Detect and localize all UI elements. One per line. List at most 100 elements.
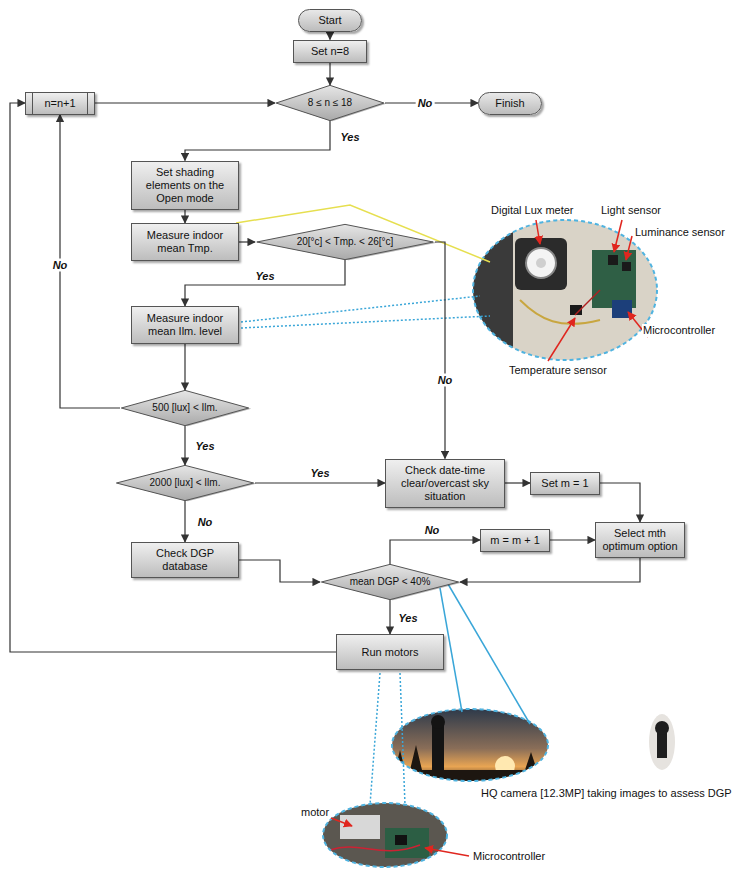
callout-arrow [614,220,622,252]
text-block: 500 [lux] < Ilm. [145,402,226,414]
photo-caption: Temperature sensor [508,364,608,377]
node-text: 500 [lux] < Ilm. [145,402,226,414]
node-text: n=n+1 [35,97,85,110]
path-part [330,845,420,851]
node-text: Start [303,14,357,27]
branch-label: No [51,259,70,272]
branch-label: No [416,97,435,110]
node-text: 20[°c] < Tmp. < 26[°c] [289,236,401,248]
rect-part [649,714,675,770]
node-text: Run motors [341,646,439,659]
diamond-shape [116,465,253,500]
text-block: Run motors [341,646,439,659]
branch-label: No [423,524,442,537]
photo-caption: Luminance sensor [634,226,726,239]
circle-part [431,715,445,729]
process-box: Select mth optimum option [595,522,685,558]
rect-part [395,835,407,845]
rect-part [515,238,567,290]
node-text: Set n=8 [298,45,362,58]
flow-connector [185,260,345,306]
flow-connector [550,539,595,540]
text-block: Measure indoor mean Tmp. [136,229,234,255]
text-block: Check date-time clear/overcast sky situa… [390,464,500,503]
node-text: 2000 [lux] < Ilm. [142,477,229,489]
process-box: Set shading elements on the Open mode [131,161,239,210]
flow-connector [184,210,185,224]
flow-connector [390,540,480,564]
flow-connector [184,501,185,542]
text-block: 20[°c] < Tmp. < 26[°c] [289,236,401,248]
process-box: Set n=8 [293,40,367,63]
branch-label: Yes [396,612,419,625]
callout-arrow [331,818,352,826]
diamond-shape [276,85,384,120]
diamond-shape [321,564,458,599]
flow-connector [239,241,255,242]
side-bar [32,93,33,114]
flow-connector [184,344,185,390]
callout-arrow [425,848,469,856]
branch-label: Yes [308,467,331,480]
text-block: Measure indoor mean Ilm. level [136,312,234,338]
callout-arrow [626,236,632,260]
decision-diamond: 500 [lux] < Ilm. [120,390,250,426]
branch-label: Yes [193,440,216,453]
text-block: Set n=8 [298,45,362,58]
flow-connector [255,482,385,483]
camera-photo [392,709,548,782]
text-block: mean DGP < 40% [347,576,434,588]
diamond-shape [121,390,248,425]
photo-caption: motor [300,806,330,819]
flow-connector [600,483,640,522]
branch-label: Yes [338,131,361,144]
decision-diamond: 20[°c] < Tmp. < 26[°c] [255,224,435,260]
node-text: 8 ≤ n ≤ 18 [296,97,364,109]
decision-diamond: 8 ≤ n ≤ 18 [275,85,385,121]
leader-line [241,316,490,328]
rect-part [340,815,380,839]
process-box: m = m + 1 [480,529,550,552]
rect-part [622,262,631,271]
terminal-box: Finish [478,92,542,115]
photo-caption: Light sensor [600,204,662,217]
sensor-photo [473,220,657,360]
path-part [520,300,600,324]
camera-photo [649,714,675,770]
node-text: Measure indoor mean Tmp. [136,229,234,255]
rect-part [323,803,447,867]
photo-caption: Microcontroller [472,850,546,863]
leader-line [448,584,530,724]
flow-connector [460,558,640,582]
branch-label: No [436,374,455,387]
rect-part [392,709,548,781]
node-text: Set m = 1 [535,477,595,490]
branch-label: No [196,516,215,529]
process-box: Run motors [336,634,444,670]
side-bar [87,93,88,114]
process-box: Set m = 1 [530,472,600,495]
photo-frame [473,220,657,360]
leader-line [236,205,490,262]
decision-diamond: 2000 [lux] < Ilm. [115,465,255,501]
diamond-shape [257,224,433,259]
rect-part [432,722,444,770]
text-block: Set m = 1 [535,477,595,490]
circle-part [655,721,669,735]
path-part [575,290,600,315]
flow-connector [10,103,336,652]
leader-line [241,296,480,322]
photo-caption: Digital Lux meter [490,204,575,217]
text-block: m = m + 1 [485,534,545,547]
motor-photo [323,803,447,867]
flow-connector [505,482,530,483]
text-block: Select mth optimum option [600,527,680,553]
node-text: Finish [483,97,537,110]
process-box: Check DGP database [131,542,239,578]
node-text: Check date-time clear/overcast sky situa… [390,464,500,503]
photo-frame [323,803,447,867]
terminal-box: Start [298,9,362,32]
flow-connector [185,121,330,161]
text-block: 8 ≤ n ≤ 18 [296,97,364,109]
